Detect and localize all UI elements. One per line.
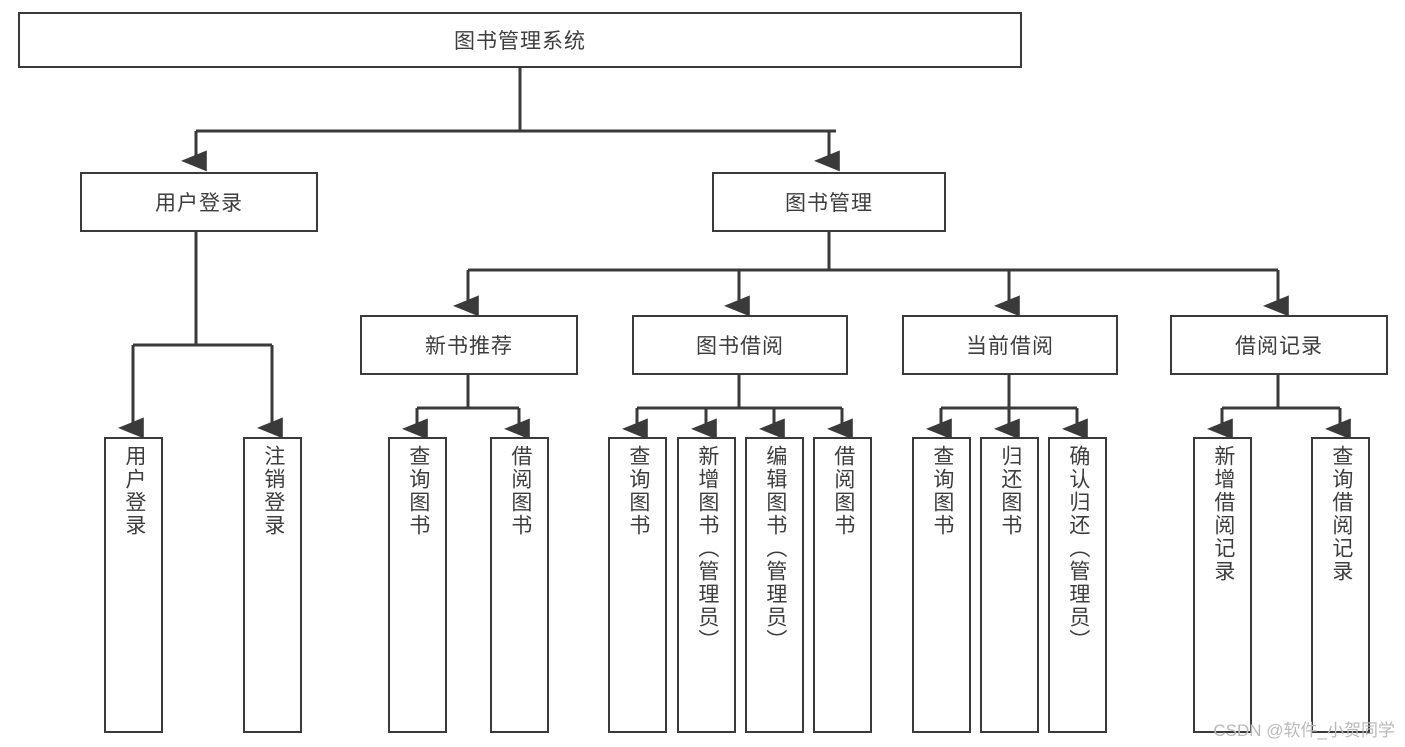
node-book-borrow-label: 图书借阅 [696,335,784,358]
leaf-new-book-query[interactable]: 查询图书 [388,437,447,733]
node-current-borrow[interactable]: 当前借阅 [902,315,1118,375]
leaf-record-add[interactable]: 新增借阅记录 [1193,437,1252,733]
leaf-current-confirm-return[interactable]: 确认归还（管理员） [1048,437,1107,733]
leaf-borrow-lend-book[interactable]: 借阅图书 [813,437,872,733]
node-root[interactable]: 图书管理系统 [18,12,1022,68]
leaf-borrow-add-book[interactable]: 新增图书（管理员） [677,437,736,733]
node-new-book-recommend-label: 新书推荐 [425,335,513,358]
leaf-label: 注销登录 [261,445,285,537]
leaf-borrow-query-book[interactable]: 查询图书 [608,437,667,733]
node-borrow-record[interactable]: 借阅记录 [1170,315,1388,375]
node-borrow-record-label: 借阅记录 [1235,335,1323,358]
leaf-label: 用户登录 [122,445,146,537]
leaf-label: 编辑图书（管理员） [763,445,787,652]
leaf-label: 归还图书 [998,445,1022,537]
leaf-label: 借阅图书 [508,445,532,537]
node-user-login-label: 用户登录 [155,192,243,215]
leaf-user-login-signout[interactable]: 注销登录 [243,437,302,733]
node-new-book-recommend[interactable]: 新书推荐 [360,315,578,375]
node-book-borrow[interactable]: 图书借阅 [632,315,848,375]
leaf-label: 新增图书（管理员） [695,445,719,652]
leaf-current-query-book[interactable]: 查询图书 [912,437,971,733]
node-current-borrow-label: 当前借阅 [966,335,1054,358]
leaf-label: 新增借阅记录 [1211,445,1235,583]
node-user-login[interactable]: 用户登录 [80,172,318,232]
leaf-borrow-edit-book[interactable]: 编辑图书（管理员） [745,437,804,733]
node-book-management[interactable]: 图书管理 [712,172,946,232]
leaf-label: 借阅图书 [831,445,855,537]
leaf-label: 查询图书 [406,445,430,537]
node-book-management-label: 图书管理 [785,192,873,215]
leaf-label: 查询图书 [626,445,650,537]
leaf-user-login-signin[interactable]: 用户登录 [104,437,163,733]
leaf-label: 查询借阅记录 [1329,445,1353,583]
leaf-label: 查询图书 [930,445,954,537]
leaf-label: 确认归还（管理员） [1066,445,1090,652]
watermark: CSDN @软件_小贺同学 [1213,721,1395,740]
leaf-record-query[interactable]: 查询借阅记录 [1311,437,1370,733]
leaf-new-book-borrow[interactable]: 借阅图书 [490,437,549,733]
node-root-label: 图书管理系统 [454,30,586,53]
leaf-current-return-book[interactable]: 归还图书 [980,437,1039,733]
